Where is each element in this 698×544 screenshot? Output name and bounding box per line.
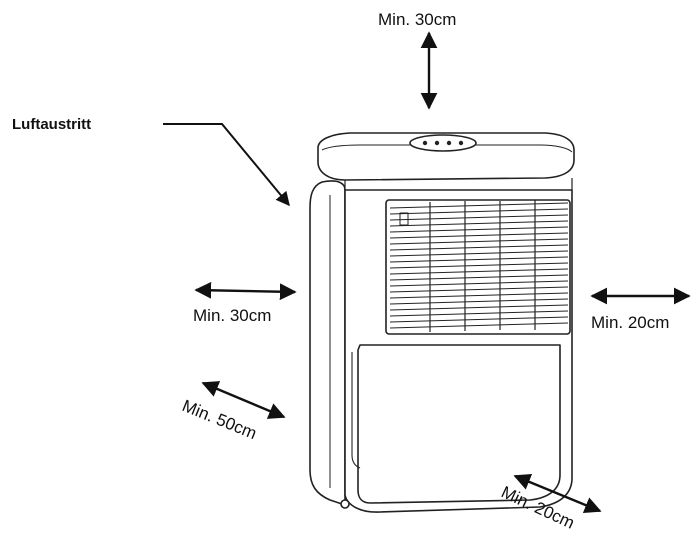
control-button <box>434 140 440 146</box>
front-clearance-arrow <box>201 381 286 419</box>
dehumidifier-illustration <box>309 132 575 513</box>
air-outlet-label: Luftaustritt <box>12 116 91 133</box>
air-grille-slats <box>389 200 569 332</box>
left-clearance-arrow <box>194 281 297 301</box>
clearance-arrows <box>194 31 691 514</box>
right-clearance-label: Min. 20cm <box>591 313 669 332</box>
control-button <box>422 140 428 146</box>
back-clearance-arrow <box>513 473 602 514</box>
left-clearance-label: Min. 30cm <box>193 306 271 325</box>
grille-badge <box>399 212 409 226</box>
control-panel <box>409 134 477 152</box>
front-clearance-label: Min. 50cm <box>180 396 260 443</box>
control-button <box>446 140 452 146</box>
air-outlet-leader <box>163 123 290 207</box>
unit-side-panel <box>309 180 346 506</box>
tank-groove <box>351 352 361 469</box>
unit-lid-lower-edge <box>344 178 573 190</box>
water-tank <box>357 344 561 504</box>
top-clearance-label: Min. 30cm <box>378 10 456 29</box>
unit-wheel <box>340 499 350 509</box>
control-button <box>458 140 464 146</box>
